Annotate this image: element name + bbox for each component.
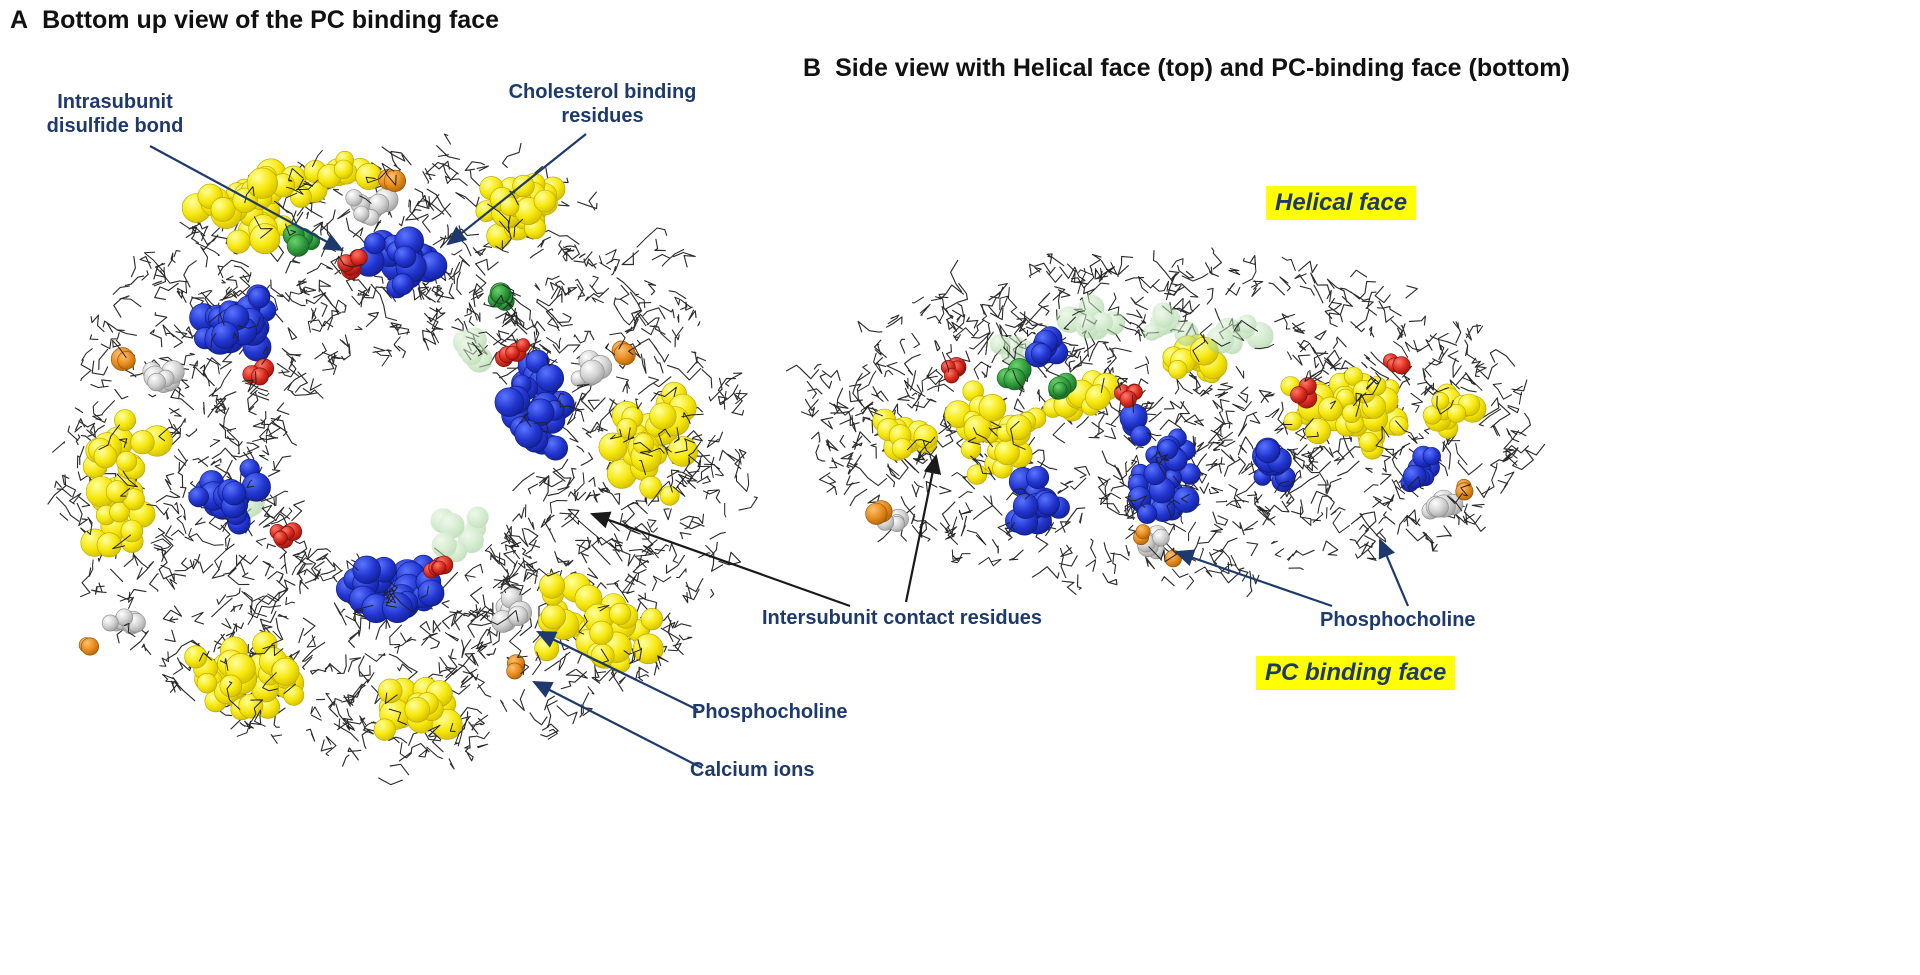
label-phosphocholine-a: Phosphocholine (692, 701, 848, 723)
label-helical-face: Helical face (1266, 186, 1417, 220)
panel-a-caption: Bottom up view of the PC binding face (42, 6, 500, 34)
annotation-arrows (149, 133, 1410, 769)
label-phosphocholine-b: Phosphocholine (1320, 609, 1476, 631)
arrow-intersubunit-to-panel-b (904, 453, 942, 603)
panel-b-molecule (785, 247, 1546, 598)
panel-b-caption: Side view with Helical face (top) and PC… (835, 54, 1570, 82)
label-intersubunit-contact-residues: Intersubunit contact residues (762, 607, 1043, 629)
panel-a-molecule (47, 133, 758, 786)
label-calcium-ions: Calcium ions (690, 759, 815, 781)
arrow-phosphocholine-b-center (1173, 549, 1333, 608)
arrow-intersubunit-to-panel-a (589, 511, 851, 608)
arrow-cholesterol-binding (446, 133, 587, 246)
arrow-phosphocholine-b-right (1378, 537, 1410, 607)
arrow-intrasubunit-disulfide (149, 145, 344, 252)
arrow-phosphocholine-a (536, 631, 699, 711)
panel-a-title: A Bottom up view of the PC binding face (10, 6, 499, 35)
panel-a-letter: A (10, 6, 29, 34)
panel-b-title: B Side view with Helical face (top) and … (803, 54, 1570, 83)
arrow-calcium-ions (532, 680, 703, 769)
label-intrasubunit-disulfide-bond: Intrasubunit disulfide bond (46, 91, 184, 137)
label-pc-binding-face: PC binding face (1256, 656, 1456, 690)
panel-b-letter: B (803, 54, 822, 82)
label-cholesterol-binding-residues: Cholesterol binding residues (508, 81, 697, 127)
